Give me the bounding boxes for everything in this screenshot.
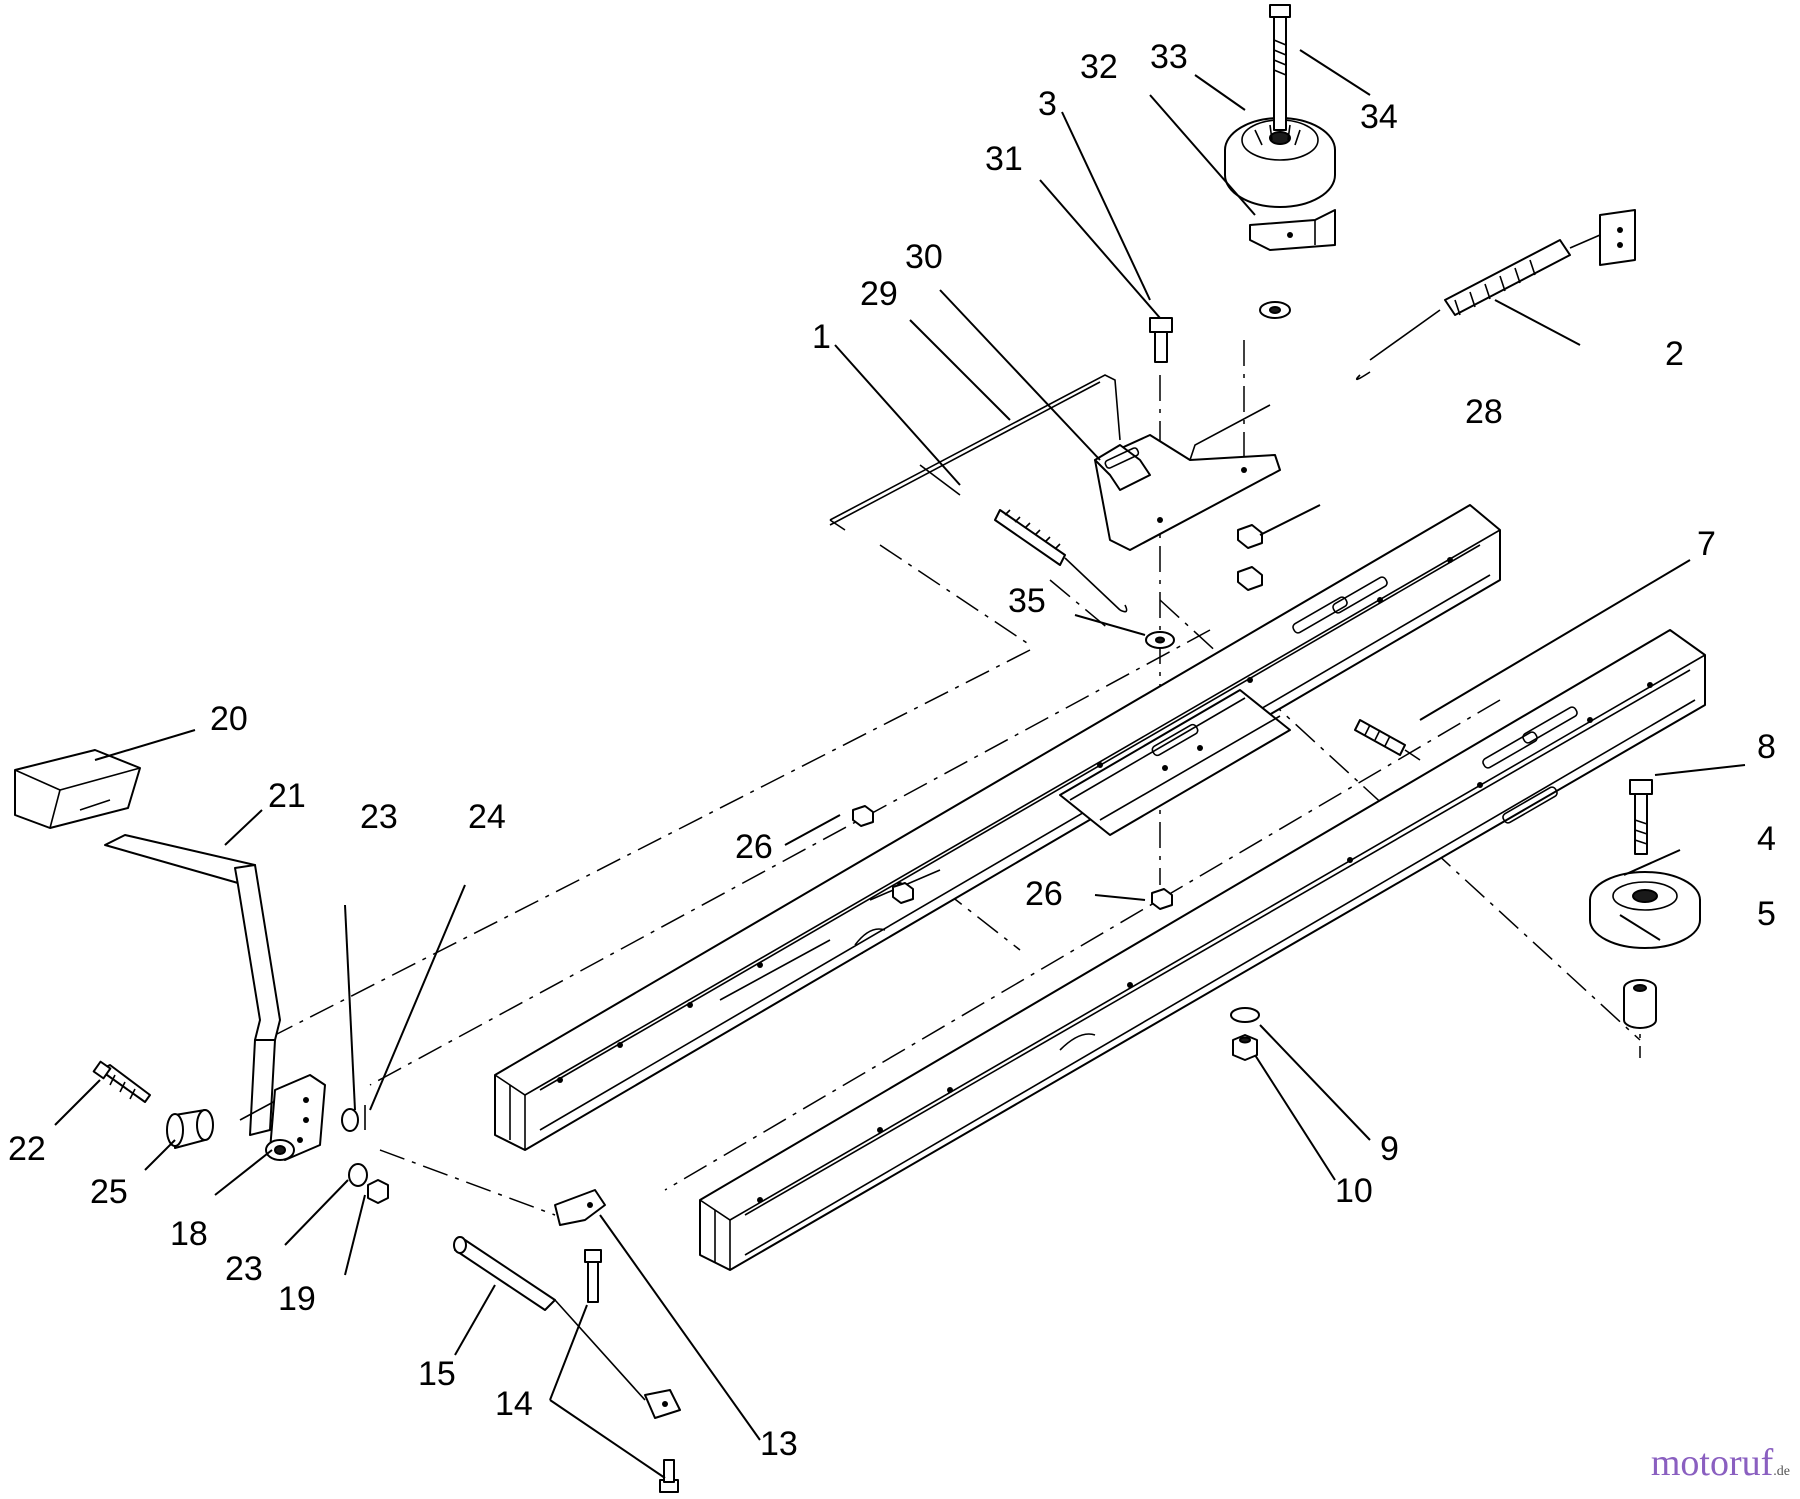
brake-rod <box>829 374 1121 531</box>
callout-13: 13 <box>760 1425 798 1463</box>
spacer-5 <box>1623 979 1657 1029</box>
bolt-14 <box>584 1249 679 1493</box>
callout-23b: 23 <box>225 1250 263 1288</box>
callout-25: 25 <box>90 1173 128 1211</box>
callout-35: 35 <box>1008 582 1046 620</box>
callout-28: 28 <box>1465 393 1503 431</box>
pulley-bracket <box>1249 209 1336 251</box>
callout-22: 22 <box>8 1130 46 1168</box>
callout-3: 3 <box>1038 85 1057 123</box>
nut-19 <box>367 1179 389 1204</box>
watermark-logo: motoruf.de <box>1651 1441 1790 1485</box>
watermark-text: motoruf <box>1650 1442 1774 1484</box>
pedal-pad <box>14 749 141 829</box>
callout-15: 15 <box>418 1355 456 1393</box>
callout-9: 9 <box>1380 1130 1399 1168</box>
bolt-31 <box>1149 317 1173 363</box>
leader-lines <box>54 49 1746 1479</box>
callout-14: 14 <box>495 1385 533 1423</box>
nut-28 <box>1237 524 1263 591</box>
callout-26b: 26 <box>1025 875 1063 913</box>
pulley-4 <box>1589 871 1701 949</box>
nut-26 <box>852 805 1173 910</box>
washers-23 <box>341 1108 368 1187</box>
pivot-hub <box>265 1139 295 1161</box>
brake-link <box>453 1236 681 1419</box>
idler-pulley <box>1224 117 1336 208</box>
cross-member <box>1059 689 1291 836</box>
callout-29: 29 <box>860 275 898 313</box>
washer-35 <box>1145 631 1175 649</box>
callout-31: 31 <box>985 140 1023 178</box>
washer-3 <box>1259 301 1291 319</box>
watermark-suffix: .de <box>1773 1464 1790 1479</box>
nut-10 <box>1232 1034 1258 1061</box>
callout-23a: 23 <box>360 798 398 836</box>
callout-20: 20 <box>210 700 248 738</box>
callout-2: 2 <box>1665 335 1684 373</box>
callout-4: 4 <box>1757 820 1776 858</box>
callout-24: 24 <box>468 798 506 836</box>
callout-18: 18 <box>170 1215 208 1253</box>
callout-34: 34 <box>1360 98 1398 136</box>
callout-5: 5 <box>1757 895 1776 933</box>
callout-1: 1 <box>812 318 831 356</box>
bolt-8 <box>1629 779 1653 855</box>
idler-bracket <box>1094 404 1281 551</box>
bushing-25 <box>166 1109 214 1149</box>
bolt-22 <box>92 1060 151 1103</box>
callout-19: 19 <box>278 1280 316 1318</box>
callout-26a: 26 <box>735 828 773 866</box>
callout-7: 7 <box>1697 525 1716 563</box>
callout-33: 33 <box>1150 38 1188 76</box>
frame-rail-right <box>699 629 1706 1271</box>
spring-7 <box>1354 719 1421 761</box>
callout-labels: 1 2 3 4 5 7 8 9 10 13 14 15 18 19 20 21 … <box>8 38 1776 1463</box>
callout-10: 10 <box>1335 1172 1373 1210</box>
clamp-13 <box>554 1189 606 1226</box>
pedal-arm <box>104 834 306 1136</box>
callout-21: 21 <box>268 777 306 815</box>
callout-30: 30 <box>905 238 943 276</box>
callout-8: 8 <box>1757 728 1776 766</box>
frame-rail-left <box>494 504 1501 1151</box>
spring-2 <box>1355 209 1636 381</box>
pulley-bolt <box>1269 4 1291 131</box>
spring-1 <box>919 464 1128 613</box>
callout-32: 32 <box>1080 48 1118 86</box>
washer-9 <box>1230 1007 1260 1023</box>
